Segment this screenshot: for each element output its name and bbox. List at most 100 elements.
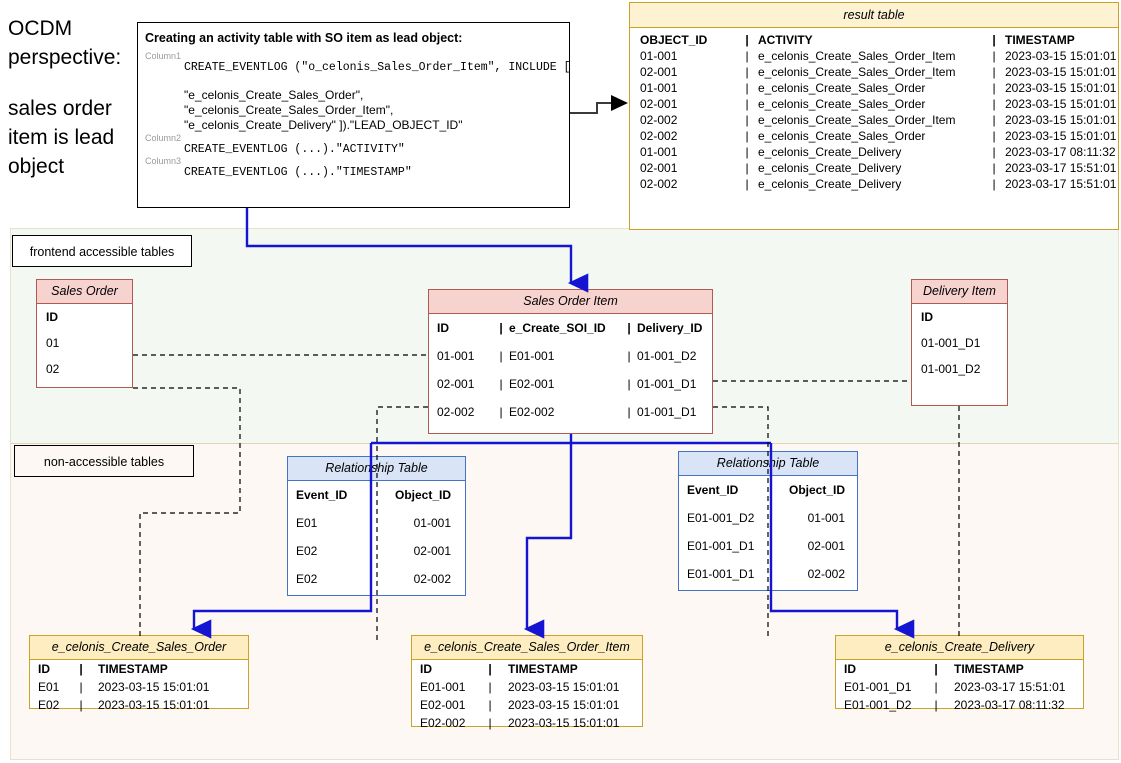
table-cell: 02-002: [640, 177, 678, 191]
table-row: 02: [37, 356, 132, 382]
table-row: 02-001|e_celonis_Create_Sales_Order_Item…: [630, 64, 1118, 80]
arrow-code-to-result: [570, 95, 628, 114]
table-cell: E01: [296, 516, 318, 530]
event-table-create-sales-order: e_celonis_Create_Sales_Order ID | TIMEST…: [29, 635, 249, 712]
table-cell: 02-002: [413, 572, 451, 586]
table-cell: 2023-03-15 15:01:01: [98, 698, 210, 712]
table-cell: E02: [296, 544, 318, 558]
result-col-sep-2: |: [992, 33, 996, 47]
table-cell: e_celonis_Create_Sales_Order: [758, 129, 926, 143]
table-cell: 2023-03-15 15:01:01: [1005, 49, 1117, 63]
table-cell: 2023-03-17 08:11:32: [1005, 145, 1116, 159]
table-row: 01-001|E01-001|01-001_D2: [429, 342, 712, 370]
delivery-item-col-id: ID: [921, 310, 933, 324]
table-row: 01-001_D2: [912, 356, 1007, 382]
table-cell: |: [745, 113, 749, 127]
table-row: E01-001_D1|2023-03-17 15:51:01: [836, 678, 1083, 696]
table-cell: 2023-03-15 15:01:01: [1005, 65, 1117, 79]
code-box: Creating an activity table with SO item …: [137, 22, 570, 208]
table-cell: E02: [38, 698, 60, 712]
table-row: E02-001|2023-03-15 15:01:01: [412, 696, 642, 714]
table-cell: 01-001: [640, 145, 678, 159]
evdel-col-sep: |: [934, 662, 938, 676]
headline-line-1: OCDM: [8, 17, 73, 40]
table-cell: 01: [46, 336, 60, 350]
table-header-row: ID | TIMESTAMP: [30, 660, 248, 678]
table-cell: 2023-03-15 15:01:01: [508, 698, 620, 712]
table-row: 02-002|e_celonis_Create_Delivery|2023-03…: [630, 176, 1118, 192]
table-cell: E01-001_D1: [844, 680, 912, 694]
table-cell: e_celonis_Create_Delivery: [758, 145, 902, 159]
headline-line-3: sales order: [8, 97, 112, 120]
code-column1-line-1: CREATE_EVENTLOG ("o_celonis_Sales_Order_…: [184, 61, 571, 74]
table-cell: 02-002: [807, 567, 845, 581]
code-column1-line-2: "e_celonis_Create_Sales_Order",: [184, 87, 364, 102]
table-cell: e_celonis_Create_Delivery: [758, 177, 902, 191]
table-row: E01-001_D2 01-001: [679, 504, 857, 532]
event-so-caption: e_celonis_Create_Sales_Order: [30, 636, 248, 660]
table-cell: |: [745, 81, 749, 95]
table-cell: |: [745, 161, 749, 175]
table-header-row: OBJECT_ID | ACTIVITY | TIMESTAMP: [630, 32, 1118, 48]
table-row: 02-002|e_celonis_Create_Sales_Order|2023…: [630, 128, 1118, 144]
table-cell: 2023-03-17 15:51:01: [1005, 177, 1117, 191]
event-delivery-caption: e_celonis_Create_Delivery: [836, 636, 1083, 660]
event-table-create-sales-order-item: e_celonis_Create_Sales_Order_Item ID | T…: [411, 635, 643, 730]
table-cell: 02-002: [437, 405, 475, 419]
table-cell: E01-001: [420, 680, 466, 694]
result-table-caption: result table: [630, 3, 1118, 28]
table-row: 02-001|E02-001|01-001_D1: [429, 370, 712, 398]
table-cell: E02-001: [420, 698, 466, 712]
code-box-title: Creating an activity table with SO item …: [145, 31, 463, 45]
evsoi-col-id: ID: [420, 662, 432, 676]
rel2-col-object-id: Object_ID: [788, 483, 845, 497]
table-cell: 01-001: [413, 516, 451, 530]
table-cell: |: [627, 377, 631, 391]
table-row: E02|2023-03-15 15:01:01: [30, 696, 248, 714]
table-header-row: ID | e_Create_SOI_ID | Delivery_ID: [429, 314, 712, 342]
table-cell: |: [992, 177, 996, 191]
delivery-item-table: Delivery Item ID 01-001_D1 01-001_D2: [911, 279, 1008, 406]
table-cell: 01-001: [807, 511, 845, 525]
code-column2-line: CREATE_EVENTLOG (...)."ACTIVITY": [184, 142, 405, 156]
table-row: 02-002|e_celonis_Create_Sales_Order_Item…: [630, 112, 1118, 128]
table-cell: 01-001_D1: [921, 336, 981, 350]
code-column2-label: Column2: [145, 132, 182, 143]
relationship-table-1: Relationship Table Event_ID Object_ID E0…: [287, 456, 466, 596]
relationship-table-2-caption: Relationship Table: [679, 452, 857, 476]
table-cell: e_celonis_Create_Sales_Order: [758, 97, 926, 111]
result-col-timestamp: TIMESTAMP: [1005, 33, 1075, 47]
table-cell: E01-001_D1: [687, 567, 755, 581]
table-row: E01-001_D2|2023-03-17 08:11:32: [836, 696, 1083, 714]
headline-line-4: item is lead: [8, 126, 115, 149]
evso-col-sep: |: [79, 662, 83, 676]
table-cell: E01-001_D2: [844, 698, 912, 712]
delivery-item-caption: Delivery Item: [912, 280, 1007, 304]
table-cell: E02-002: [420, 716, 466, 730]
result-table: result table OBJECT_ID | ACTIVITY | TIME…: [629, 2, 1119, 230]
delivery-item-body: 01-001_D1 01-001_D2: [912, 330, 1007, 382]
table-header-row: ID | TIMESTAMP: [412, 660, 642, 678]
table-cell: 2023-03-15 15:01:01: [1005, 129, 1117, 143]
table-cell: |: [488, 716, 492, 730]
table-row: 01-001|e_celonis_Create_Delivery|2023-03…: [630, 144, 1118, 160]
table-cell: E01-001_D1: [687, 539, 755, 553]
table-cell: e_celonis_Create_Sales_Order_Item: [758, 65, 956, 79]
rel1-col-event-id: Event_ID: [296, 488, 348, 502]
table-cell: 2023-03-15 15:01:01: [1005, 113, 1117, 127]
table-cell: 2023-03-17 08:11:32: [954, 698, 1065, 712]
result-table-grid: OBJECT_ID | ACTIVITY | TIMESTAMP 01-001|…: [630, 32, 1118, 192]
table-row: 02-001|e_celonis_Create_Sales_Order|2023…: [630, 96, 1118, 112]
table-cell: e_celonis_Create_Sales_Order_Item: [758, 49, 956, 63]
table-cell: |: [745, 65, 749, 79]
table-cell: |: [79, 680, 83, 694]
table-cell: E01-001_D2: [687, 511, 755, 525]
table-header-row: Event_ID Object_ID: [288, 481, 465, 509]
